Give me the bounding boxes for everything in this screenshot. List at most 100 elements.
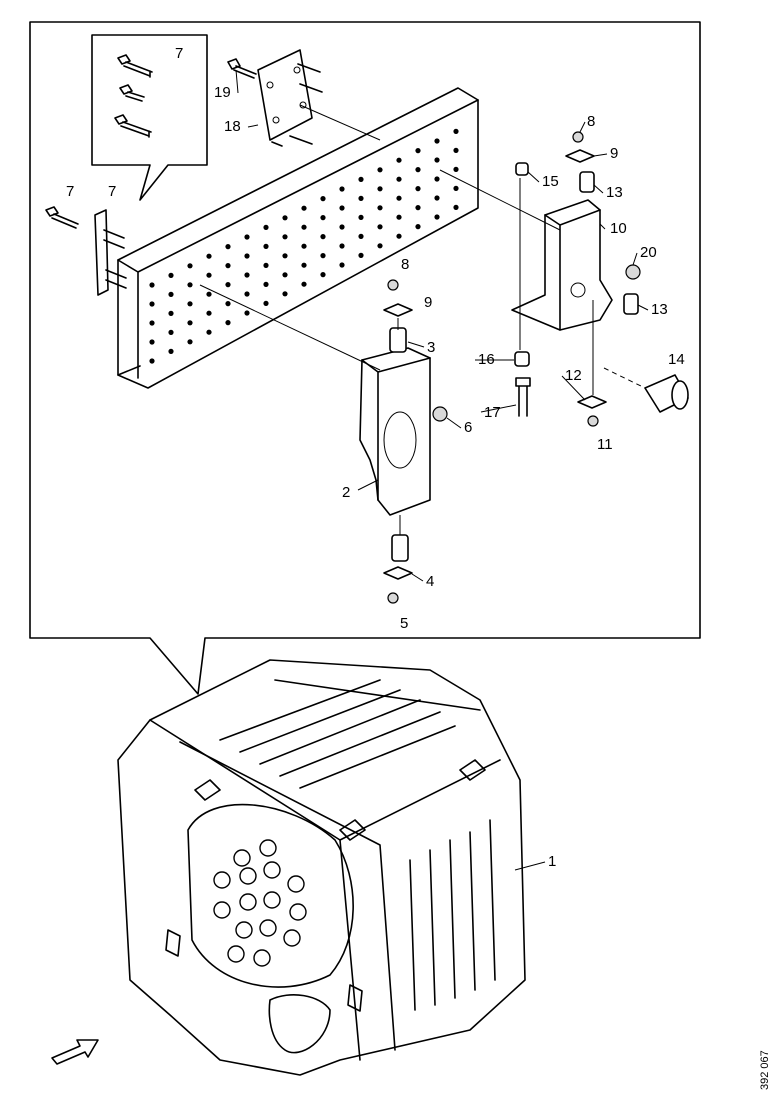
beam-hole (187, 320, 193, 326)
nut-icon (587, 415, 599, 427)
callout-14: 14 (668, 351, 685, 368)
beam-hole (396, 214, 402, 220)
callout-20: 20 (640, 244, 657, 261)
callout-11: 11 (597, 436, 613, 453)
beam-hole (301, 224, 307, 230)
beam-hole (282, 253, 288, 259)
beam-hole (263, 281, 269, 287)
face-hole (263, 891, 281, 909)
face-hole (287, 875, 305, 893)
beam-hole (358, 195, 364, 201)
callout-labels: 1 2 3 4 5 6 7 7 7 8 8 9 9 10 11 12 13 13… (66, 45, 771, 1090)
beam-hole (453, 147, 459, 153)
face-hole (213, 901, 231, 919)
beam-hole (453, 128, 459, 134)
beam-hole (206, 272, 212, 278)
beam-hole (187, 282, 193, 288)
face-hole (253, 949, 271, 967)
beam-hole (168, 291, 174, 297)
callout-13-bot: 13 (651, 301, 668, 318)
callout-leaders (235, 69, 649, 871)
beam-hole (149, 282, 155, 288)
face-hole (289, 903, 307, 921)
beam-hole (396, 157, 402, 163)
callout-9-top: 9 (610, 145, 618, 162)
callout-8-mid: 8 (401, 256, 409, 273)
beam-hole (225, 320, 231, 326)
beam-hole (187, 339, 193, 345)
beam-hole (415, 205, 421, 211)
beam-hole (415, 224, 421, 230)
left-bracket (94, 209, 127, 296)
face-hole (283, 929, 301, 947)
beam-hole (339, 224, 345, 230)
beam-hole (301, 243, 307, 249)
beam-hole (320, 196, 326, 202)
beam-hole (206, 291, 212, 297)
beam-hole (225, 282, 231, 288)
beam-hole (453, 166, 459, 172)
callout-17: 17 (484, 404, 501, 421)
inset-box-bolts (91, 34, 208, 201)
face-hole (263, 861, 281, 879)
callout-8-top: 8 (587, 113, 595, 130)
callout-6: 6 (464, 419, 472, 436)
beam-hole (149, 301, 155, 307)
spacer-icon (514, 351, 530, 367)
beam-hole (301, 262, 307, 268)
detail-frame (29, 21, 701, 695)
stud-bolt-icon (227, 58, 257, 79)
beam-hole (244, 291, 250, 297)
beam-hole (396, 233, 402, 239)
face-hole (235, 921, 253, 939)
beam-hole (244, 310, 250, 316)
damper-cylinder (644, 374, 689, 413)
beam-hole (358, 233, 364, 239)
beam-hole (320, 215, 326, 221)
face-holes (213, 839, 307, 967)
beam-hole (168, 329, 174, 335)
beam-hole (244, 253, 250, 259)
beam-hole (396, 195, 402, 201)
beam-hole (377, 205, 383, 211)
beam-hole (149, 358, 155, 364)
face-hole (239, 867, 257, 885)
beam-hole (301, 281, 307, 287)
beam-hole (415, 186, 421, 192)
face-hole (259, 919, 277, 937)
nut-icon (387, 279, 399, 291)
callout-19: 19 (214, 84, 231, 101)
beam-hole (434, 195, 440, 201)
beam-hole (339, 243, 345, 249)
beam-hole (415, 148, 421, 154)
beam-hole (187, 263, 193, 269)
beam-hole (149, 339, 155, 345)
callout-3: 3 (427, 339, 435, 356)
callout-10: 10 (610, 220, 627, 237)
crossmember-beam (117, 87, 479, 389)
callout-7-left: 7 (66, 183, 74, 200)
beam-hole (225, 263, 231, 269)
center-bushing-lower (391, 534, 409, 562)
beam-hole (320, 272, 326, 278)
beam-hole (377, 243, 383, 249)
nut-icon (572, 131, 584, 143)
assembly-lines (199, 104, 646, 535)
beam-hole (320, 234, 326, 240)
beam-hole (358, 252, 364, 258)
nut-icon (387, 592, 399, 604)
beam-hole (434, 176, 440, 182)
callout-13-top: 13 (606, 184, 623, 201)
beam-hole (244, 272, 250, 278)
callout-5: 5 (400, 615, 408, 632)
beam-hole (225, 301, 231, 307)
bushing-icon (579, 171, 595, 193)
beam-hole (168, 348, 174, 354)
beam-hole (187, 301, 193, 307)
beam-hole (225, 244, 231, 250)
beam-hole (396, 176, 402, 182)
callout-18: 18 (224, 118, 241, 135)
beam-hole (434, 214, 440, 220)
beam-hole (434, 157, 440, 163)
face-hole (239, 893, 257, 911)
